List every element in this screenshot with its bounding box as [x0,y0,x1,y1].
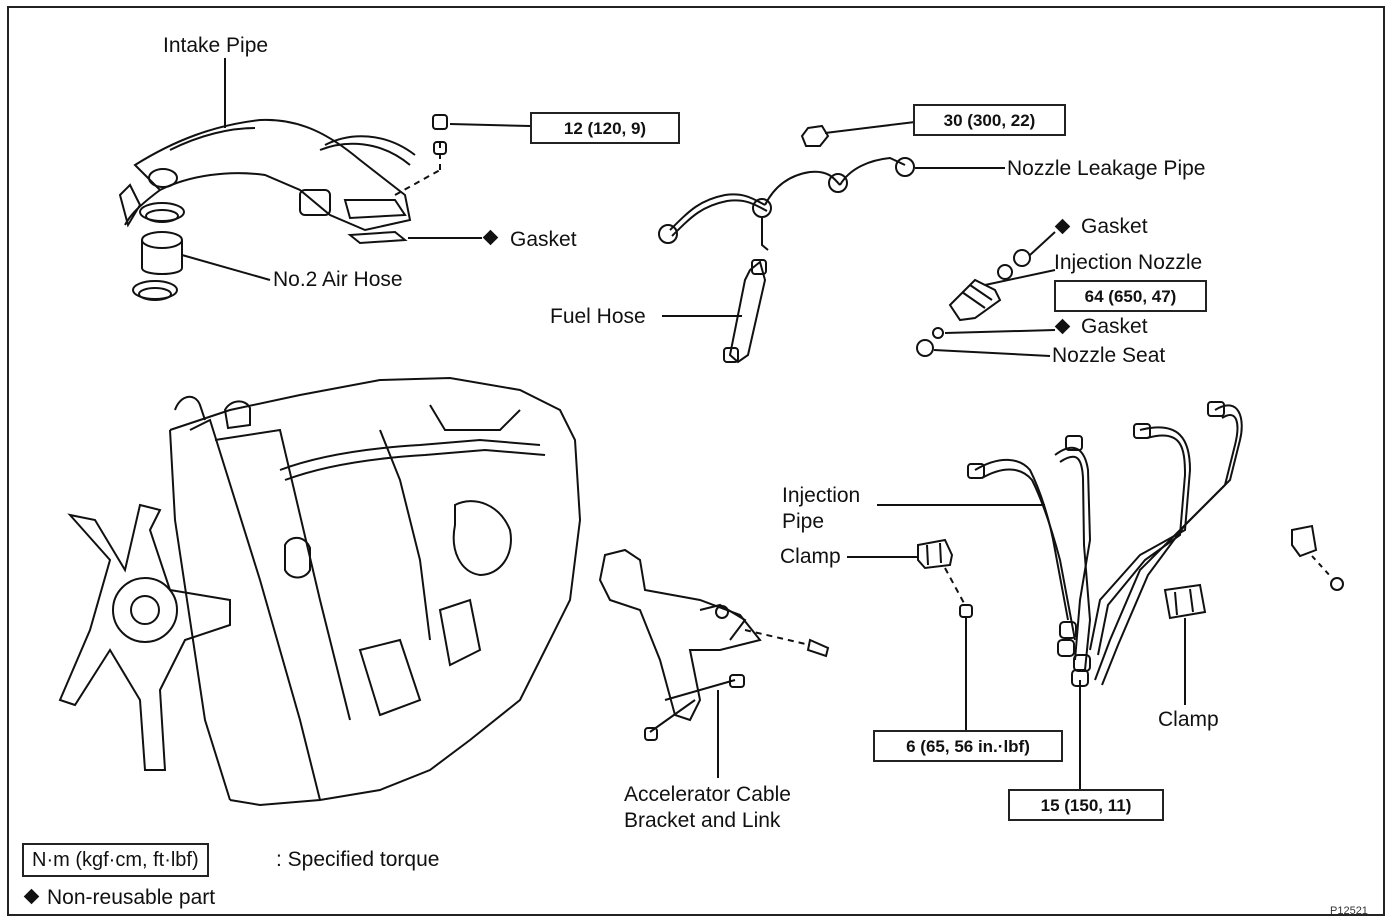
clamp-right-drawing [1163,583,1207,705]
gasket-lower-diamond [1054,318,1071,335]
label-injection-nozzle: Injection Nozzle [1054,251,1203,274]
injection-nozzle-drawing [916,231,1056,357]
label-accelerator-line2: Bracket and Link [624,809,781,832]
clamp-far-right-drawing [1291,524,1344,591]
diagram-frame [7,6,1385,916]
nonreusable-diamond-icon [23,888,40,905]
air-hose-drawing [132,202,271,301]
intake-gasket-drawing [347,230,482,245]
torque-box-clamp-bolt: 6 (65, 56 in.·lbf) [873,730,1063,762]
injection-pipes-drawing [877,401,1243,792]
union-nut-drawing [800,121,916,147]
engine-block-drawing [169,376,582,807]
fuel-hose-drawing [662,259,767,364]
clamp-left-drawing [847,538,973,733]
label-injection-pipe-line1: Injection [782,484,861,507]
torque-box-injection-nozzle: 64 (650, 47) [1054,280,1207,312]
label-injection-pipe-line2: Pipe [782,510,825,533]
label-clamp-left: Clamp [780,545,841,568]
label-accelerator-line1: Accelerator Cable [624,783,791,806]
gasket-intake-diamond [482,229,499,246]
label-gasket-intake: Gasket [510,228,577,251]
torque-box-intake-nut: 12 (120, 9) [530,112,680,144]
intake-pipe-drawing [118,114,531,232]
label-intake-pipe: Intake Pipe [163,34,269,57]
legend-unit-box: N·m (kgf·cm, ft·lbf) [22,843,209,877]
torque-box-union-nut: 30 (300, 22) [913,104,1066,136]
accelerator-bracket-drawing [598,548,830,778]
label-no2-air-hose: No.2 Air Hose [273,268,403,291]
figure-code: P12521 [1330,905,1368,917]
label-nozzle-seat: Nozzle Seat [1052,344,1166,367]
nozzle-leakage-pipe-drawing [658,156,1005,251]
legend-nonreusable-text: Non-reusable part [47,886,216,909]
label-fuel-hose: Fuel Hose [550,305,646,328]
label-nozzle-leakage-pipe: Nozzle Leakage Pipe [1007,157,1206,180]
label-gasket-upper: Gasket [1081,215,1148,238]
cooling-fan-drawing [58,503,231,771]
legend-nonreusable: Non-reusable part [23,886,216,910]
label-gasket-lower: Gasket [1081,315,1148,338]
label-clamp-right: Clamp [1158,708,1219,731]
torque-box-injection-pipe: 15 (150, 11) [1008,789,1164,821]
gasket-upper-diamond [1054,218,1071,235]
legend-unit-description: : Specified torque [276,848,440,871]
